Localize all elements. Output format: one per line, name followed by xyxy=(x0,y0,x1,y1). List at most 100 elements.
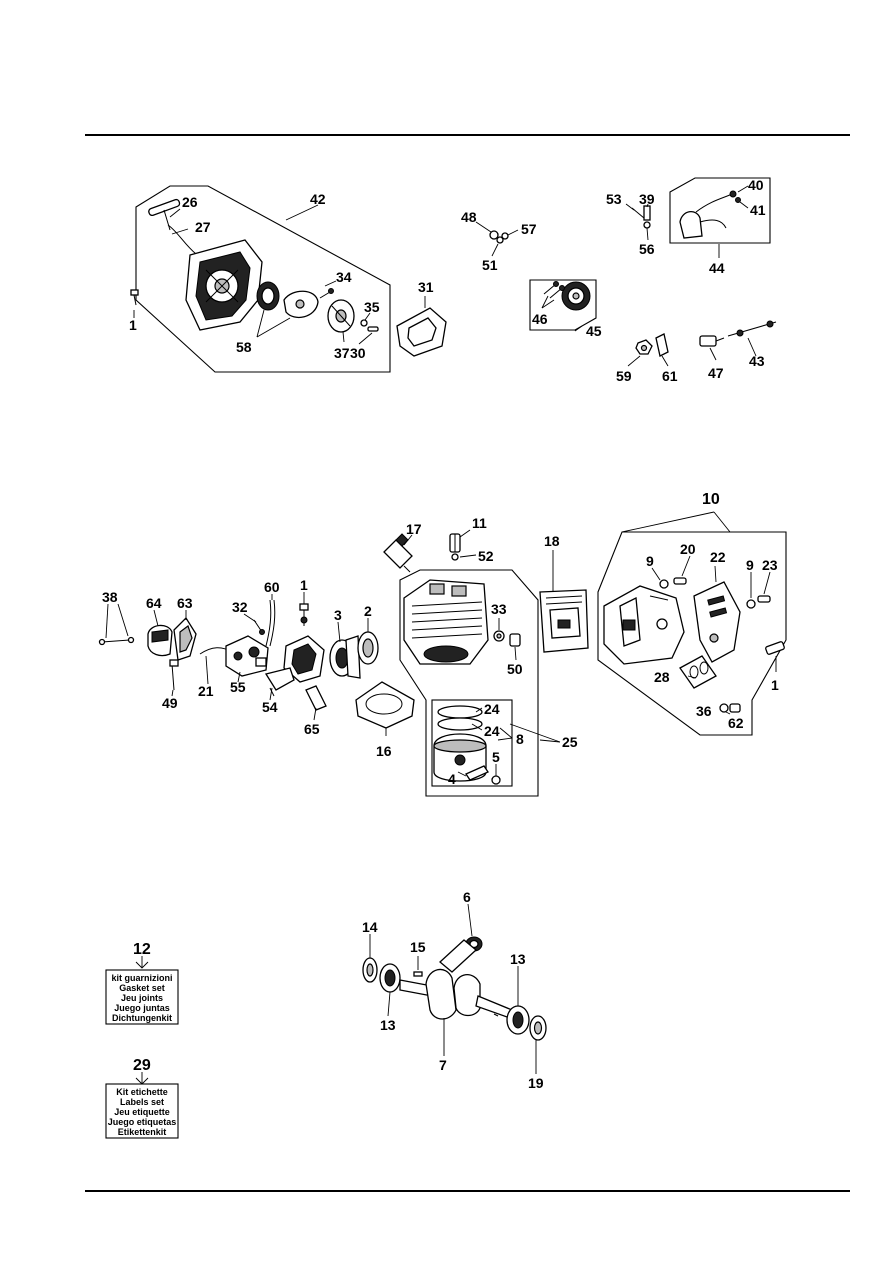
flywheel-kit-drawing xyxy=(529,279,597,332)
label-53: 53 xyxy=(606,191,622,207)
label-6: 6 xyxy=(463,889,471,905)
screw-1-right-drawing xyxy=(765,641,785,672)
spark-plug-drawing xyxy=(383,533,413,573)
nut-59-drawing xyxy=(627,339,653,367)
muffler-kit-drawing xyxy=(597,511,787,736)
flange-2-drawing xyxy=(357,618,379,665)
label-13-left: 13 xyxy=(380,1017,396,1033)
label-64: 64 xyxy=(146,595,162,611)
gasket-kit-line-en: Gasket set xyxy=(119,983,165,993)
label-44: 44 xyxy=(709,260,725,276)
label-63: 63 xyxy=(177,595,193,611)
label-7: 7 xyxy=(439,1057,447,1073)
label-26: 26 xyxy=(182,194,198,210)
label-47: 47 xyxy=(708,365,724,381)
label-9-left: 9 xyxy=(646,553,654,569)
starter-handle-drawing xyxy=(148,198,181,231)
label-12: 12 xyxy=(133,941,151,958)
air-filter-cover-64-drawing xyxy=(147,609,173,657)
label-31: 31 xyxy=(418,279,434,295)
label-29: 29 xyxy=(133,1057,151,1074)
part-32-drawing xyxy=(243,613,265,635)
cylinder-kit-drawing xyxy=(399,569,561,797)
starter-assembly xyxy=(130,185,391,373)
gasket-kit-line-es: Juego juntas xyxy=(114,1003,170,1013)
label-1-top: 1 xyxy=(129,317,137,333)
starter-housing-drawing xyxy=(185,239,263,331)
gasket-kit-line-it: kit guarnizioni xyxy=(111,973,172,983)
label-54: 54 xyxy=(262,699,278,715)
switch-47-drawing xyxy=(699,335,725,361)
pulley-plate-drawing xyxy=(283,290,319,319)
label-58: 58 xyxy=(236,339,252,355)
label-25: 25 xyxy=(562,734,578,750)
label-27: 27 xyxy=(195,219,211,235)
label-18: 18 xyxy=(544,533,560,549)
label-40: 40 xyxy=(748,177,764,193)
label-48: 48 xyxy=(461,209,477,225)
intake-manifold-3-drawing xyxy=(329,621,361,679)
washer-35-drawing xyxy=(360,319,368,327)
gasket-kit-line-fr: Jeu joints xyxy=(121,993,163,1003)
screw-11-drawing xyxy=(449,529,471,553)
label-24-top: 24 xyxy=(484,701,500,717)
label-28: 28 xyxy=(654,669,670,685)
label-10: 10 xyxy=(702,491,720,508)
footer-rule xyxy=(85,1190,850,1192)
label-8: 8 xyxy=(516,731,524,747)
filter-63-drawing xyxy=(173,610,197,661)
label-21: 21 xyxy=(198,683,214,699)
screw-1-drawing xyxy=(130,289,139,306)
label-22: 22 xyxy=(710,549,726,565)
plate-61-drawing xyxy=(655,333,669,367)
label-60: 60 xyxy=(264,579,280,595)
ignition-module-kit-drawing xyxy=(669,177,771,258)
label-9-right: 9 xyxy=(746,557,754,573)
label-33: 33 xyxy=(491,601,507,617)
label-1-right: 1 xyxy=(771,677,779,693)
label-39: 39 xyxy=(639,191,655,207)
label-24-bottom: 24 xyxy=(484,723,500,739)
labels-kit-box xyxy=(105,1072,179,1139)
pulley-37-drawing xyxy=(327,299,355,333)
label-56: 56 xyxy=(639,241,655,257)
label-52: 52 xyxy=(478,548,494,564)
rod-65-drawing xyxy=(305,685,327,721)
label-62: 62 xyxy=(728,715,744,731)
crankshaft-assembly-drawing xyxy=(362,903,547,1074)
label-57: 57 xyxy=(521,221,537,237)
starter-group-outline xyxy=(135,185,391,373)
label-42: 42 xyxy=(310,191,326,207)
labels-kit-line-it: Kit etichette xyxy=(116,1087,168,1097)
label-50: 50 xyxy=(507,661,523,677)
labels-kit-line-en: Labels set xyxy=(120,1097,164,1107)
gasket-kit-line-de: Dichtungenkit xyxy=(112,1013,172,1023)
heat-shield-18-drawing xyxy=(539,550,589,653)
label-5: 5 xyxy=(492,749,500,765)
label-13-right: 13 xyxy=(510,951,526,967)
label-36: 36 xyxy=(696,703,712,719)
rewind-spring-drawing xyxy=(256,281,280,311)
label-14: 14 xyxy=(362,919,378,935)
labels-kit-line-es: Juego etiquetas xyxy=(108,1117,177,1127)
label-59: 59 xyxy=(616,368,632,384)
label-49: 49 xyxy=(162,695,178,711)
label-38: 38 xyxy=(102,589,118,605)
label-15: 15 xyxy=(410,939,426,955)
label-23: 23 xyxy=(762,557,778,573)
label-35: 35 xyxy=(364,299,380,315)
label-20: 20 xyxy=(680,541,696,557)
label-1-middle: 1 xyxy=(300,577,308,593)
label-30: 30 xyxy=(350,345,366,361)
intake-block-drawing xyxy=(283,635,325,683)
gasket-kit-box xyxy=(105,956,179,1025)
label-51: 51 xyxy=(482,257,498,273)
label-65: 65 xyxy=(304,721,320,737)
label-16: 16 xyxy=(376,743,392,759)
screw-34-drawing xyxy=(319,288,334,299)
screw-49-drawing xyxy=(169,659,179,697)
wire-43-drawing xyxy=(727,320,777,357)
carburetor-55-drawing xyxy=(225,635,269,683)
label-3: 3 xyxy=(334,607,342,623)
